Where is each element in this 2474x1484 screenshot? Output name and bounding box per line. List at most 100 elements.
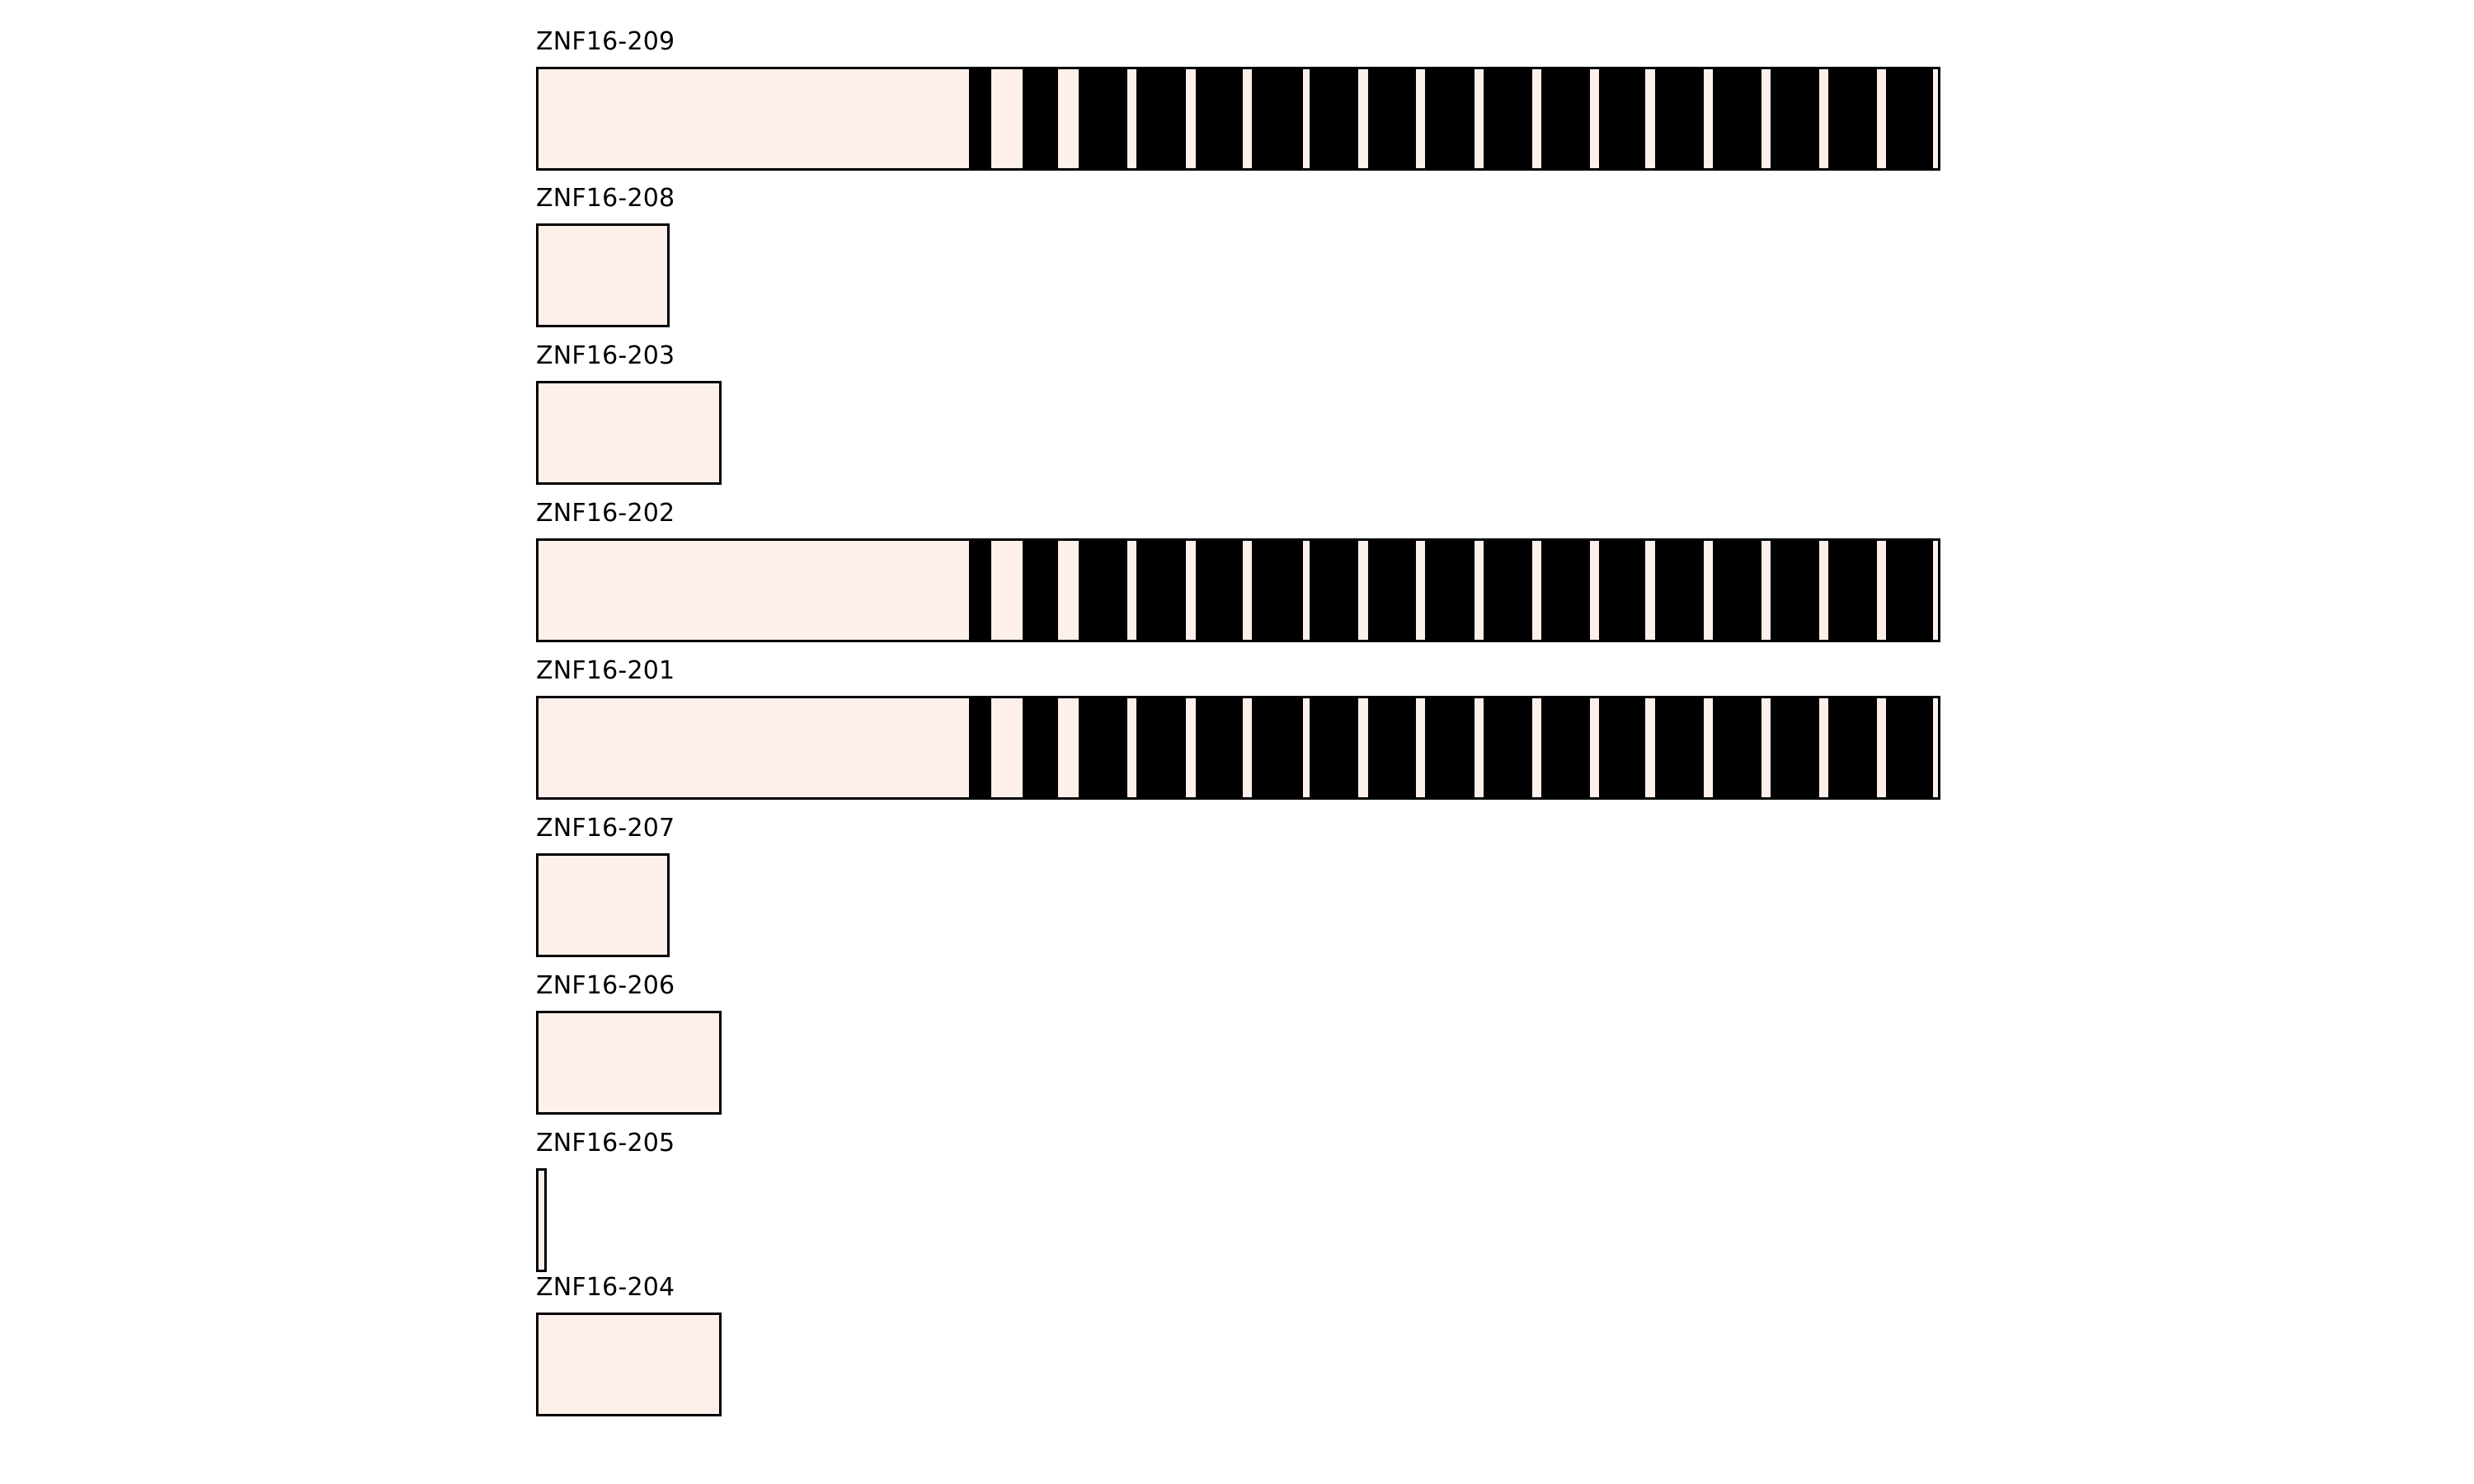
intron-segment bbox=[1828, 541, 1877, 640]
intron-segment bbox=[1023, 698, 1058, 797]
intron-segment bbox=[1938, 67, 1940, 171]
intron-segment bbox=[969, 541, 991, 640]
intron-segment bbox=[1828, 69, 1877, 168]
transcript-body-znf16-209[interactable] bbox=[536, 67, 1940, 171]
intron-segment bbox=[1310, 69, 1358, 168]
exon-segment bbox=[1590, 541, 1599, 640]
exon-segment bbox=[1127, 698, 1136, 797]
transcript-label-znf16-201: ZNF16-201 bbox=[536, 656, 675, 685]
transcript-body-znf16-205[interactable] bbox=[536, 1168, 547, 1272]
exon-segment bbox=[1645, 69, 1655, 168]
intron-segment bbox=[1196, 541, 1243, 640]
exon-segment bbox=[1186, 541, 1196, 640]
exon-segment bbox=[1475, 69, 1484, 168]
intron-segment bbox=[1541, 698, 1590, 797]
exon-segment bbox=[1475, 698, 1484, 797]
intron-segment bbox=[1484, 541, 1532, 640]
intron-segment bbox=[1655, 541, 1704, 640]
exon-segment bbox=[1358, 69, 1368, 168]
exon-segment bbox=[539, 69, 969, 168]
exon-segment bbox=[1358, 541, 1368, 640]
exon-segment bbox=[1819, 69, 1828, 168]
exon-segment bbox=[1127, 541, 1136, 640]
exon-segment bbox=[1645, 541, 1655, 640]
exon-segment bbox=[1819, 541, 1828, 640]
transcript-body-znf16-201[interactable] bbox=[536, 696, 1940, 800]
intron-segment bbox=[1252, 698, 1303, 797]
intron-segment bbox=[1886, 541, 1933, 640]
intron-segment bbox=[1713, 69, 1761, 168]
exon-segment bbox=[1058, 541, 1079, 640]
exon-segment bbox=[1877, 541, 1886, 640]
exon-segment bbox=[1243, 541, 1252, 640]
exon-segment bbox=[1819, 698, 1828, 797]
transcript-body-znf16-206[interactable] bbox=[536, 1011, 722, 1115]
exon-segment bbox=[1058, 69, 1079, 168]
intron-segment bbox=[1938, 696, 1940, 800]
exon-segment bbox=[1186, 698, 1196, 797]
exon-segment bbox=[1358, 698, 1368, 797]
intron-segment bbox=[1599, 69, 1645, 168]
intron-segment bbox=[1310, 541, 1358, 640]
exon-segment bbox=[1704, 541, 1713, 640]
exon-segment bbox=[1475, 541, 1484, 640]
intron-segment bbox=[1655, 69, 1704, 168]
exon-segment bbox=[991, 69, 1023, 168]
exon-segment bbox=[1532, 69, 1541, 168]
intron-segment bbox=[1599, 541, 1645, 640]
intron-segment bbox=[1136, 698, 1186, 797]
exon-segment bbox=[1127, 69, 1136, 168]
intron-segment bbox=[1771, 69, 1819, 168]
intron-segment bbox=[1023, 541, 1058, 640]
exon-segment bbox=[1590, 69, 1599, 168]
intron-segment bbox=[1079, 698, 1127, 797]
intron-segment bbox=[1310, 698, 1358, 797]
exon-segment bbox=[1416, 541, 1425, 640]
intron-segment bbox=[1368, 69, 1416, 168]
intron-segment bbox=[969, 69, 991, 168]
exon-segment bbox=[1761, 541, 1771, 640]
transcript-body-znf16-204[interactable] bbox=[536, 1313, 722, 1416]
transcript-label-znf16-204: ZNF16-204 bbox=[536, 1273, 675, 1302]
exon-segment bbox=[1704, 698, 1713, 797]
intron-segment bbox=[1771, 698, 1819, 797]
intron-segment bbox=[1425, 69, 1475, 168]
exon-segment bbox=[539, 698, 969, 797]
transcript-label-znf16-206: ZNF16-206 bbox=[536, 971, 675, 1000]
intron-segment bbox=[969, 698, 991, 797]
intron-segment bbox=[1655, 698, 1704, 797]
intron-segment bbox=[1079, 69, 1127, 168]
exon-segment bbox=[1532, 541, 1541, 640]
intron-segment bbox=[1136, 541, 1186, 640]
transcript-body-znf16-207[interactable] bbox=[536, 853, 670, 957]
exon-segment bbox=[1303, 69, 1310, 168]
exon-segment bbox=[539, 541, 969, 640]
transcript-body-znf16-208[interactable] bbox=[536, 223, 670, 327]
intron-segment bbox=[1771, 541, 1819, 640]
transcript-label-znf16-207: ZNF16-207 bbox=[536, 814, 675, 843]
intron-segment bbox=[1368, 698, 1416, 797]
exon-segment bbox=[1243, 698, 1252, 797]
exon-segment bbox=[991, 698, 1023, 797]
transcript-label-znf16-209: ZNF16-209 bbox=[536, 27, 675, 56]
intron-segment bbox=[1938, 538, 1940, 642]
transcript-body-znf16-203[interactable] bbox=[536, 381, 722, 485]
exon-segment bbox=[1704, 69, 1713, 168]
intron-segment bbox=[1368, 541, 1416, 640]
intron-segment bbox=[1599, 698, 1645, 797]
exon-segment bbox=[1532, 698, 1541, 797]
exon-segment bbox=[1416, 69, 1425, 168]
transcript-body-znf16-202[interactable] bbox=[536, 538, 1940, 642]
transcript-label-znf16-205: ZNF16-205 bbox=[536, 1129, 675, 1158]
intron-segment bbox=[1425, 541, 1475, 640]
exon-segment bbox=[1590, 698, 1599, 797]
intron-segment bbox=[1196, 69, 1243, 168]
exon-segment bbox=[1933, 698, 1938, 797]
transcript-label-znf16-203: ZNF16-203 bbox=[536, 341, 675, 370]
exon-segment bbox=[1933, 541, 1938, 640]
transcript-label-znf16-202: ZNF16-202 bbox=[536, 499, 675, 528]
exon-segment bbox=[1877, 69, 1886, 168]
exon-segment bbox=[991, 541, 1023, 640]
exon-segment bbox=[1761, 698, 1771, 797]
